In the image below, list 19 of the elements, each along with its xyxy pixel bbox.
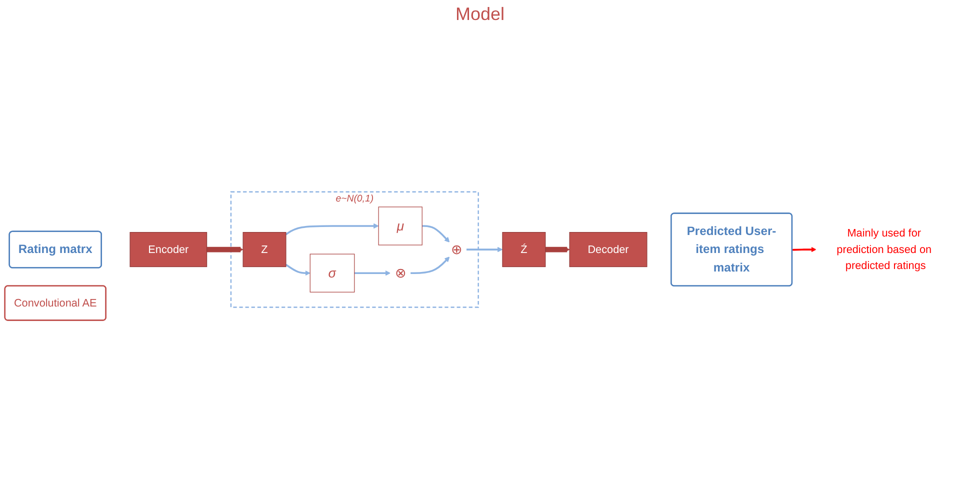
node-text: Mainly used for prediction based on predicted ratings [836, 226, 932, 272]
arrow [410, 256, 450, 274]
node-box: Ź [502, 232, 546, 268]
arrow [285, 264, 310, 276]
arrow [354, 270, 391, 276]
node-text: ⊗ [394, 266, 406, 281]
node-text: ⊕ [450, 242, 462, 258]
node-box: Decoder [569, 232, 648, 268]
node-box: Encoder [130, 232, 208, 268]
arrow [544, 246, 570, 252]
arrow [285, 223, 379, 236]
arrow [466, 246, 503, 252]
node-box: σ [310, 254, 355, 292]
arrow [422, 225, 450, 242]
arrow [206, 246, 244, 252]
node-box: Z [242, 232, 286, 268]
model-heading: Model [455, 4, 505, 24]
node-box: μ [378, 206, 422, 246]
arrow [792, 246, 816, 252]
